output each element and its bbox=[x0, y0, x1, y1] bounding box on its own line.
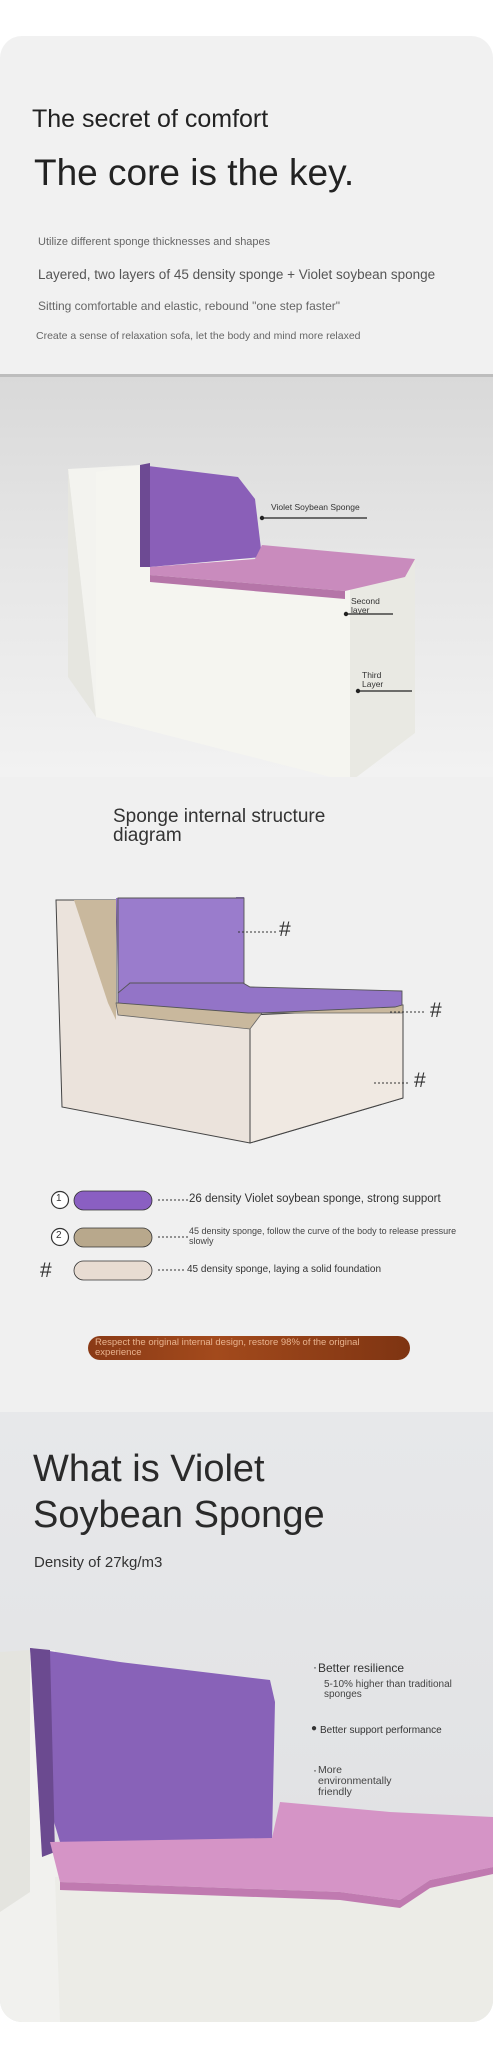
label-second-layer: Second layer bbox=[351, 596, 380, 615]
intro-line-4: Create a sense of relaxation sofa, let t… bbox=[36, 330, 361, 342]
intro-line-1: Utilize different sponge thicknesses and… bbox=[38, 236, 271, 248]
intro-panel bbox=[0, 36, 493, 376]
violet-sponge-panel bbox=[0, 1412, 493, 2022]
feature-title-1: Better resilience bbox=[318, 1661, 405, 1675]
callout-hash-1: # bbox=[279, 918, 291, 941]
feature-dot-3: · bbox=[313, 1763, 317, 1777]
structure-diagram bbox=[55, 897, 425, 1144]
restore-banner: Respect the original internal design, re… bbox=[88, 1336, 410, 1360]
intro-headline: The core is the key. bbox=[34, 152, 355, 193]
section-divider bbox=[0, 374, 493, 377]
feature-dot-2: ● bbox=[311, 1723, 318, 1734]
legend-text-3: 45 density sponge, laying a solid founda… bbox=[187, 1264, 382, 1275]
feature-title-2: Better support performance bbox=[320, 1725, 442, 1736]
legend-text-1: 26 density Violet soybean sponge, strong… bbox=[189, 1193, 441, 1205]
diagram-legend bbox=[50, 1190, 188, 1281]
feature-dot-1: · bbox=[313, 1660, 317, 1674]
intro-line-3: Sitting comfortable and elastic, rebound… bbox=[38, 299, 341, 313]
callout-hash-3: # bbox=[414, 1069, 426, 1092]
violet-density: Density of 27kg/m3 bbox=[34, 1554, 163, 1571]
violet-sponge-photo bbox=[0, 1648, 493, 2022]
legend-marker-1: 1 bbox=[56, 1193, 62, 1204]
legend-text-2: 45 density sponge, follow the curve of t… bbox=[189, 1226, 457, 1246]
intro-line-2: Layered, two layers of 45 density sponge… bbox=[38, 267, 436, 282]
feature-title-3: More environmentally friendly bbox=[318, 1764, 392, 1798]
callout-hash-2: # bbox=[430, 999, 442, 1022]
diagram-title: Sponge internal structure diagram bbox=[113, 806, 326, 846]
violet-title: What is Violet Soybean Sponge bbox=[33, 1448, 325, 1536]
sofa-cross-section-photo bbox=[68, 463, 415, 782]
intro-title: The secret of comfort bbox=[32, 105, 269, 133]
label-violet-sponge: Violet Soybean Sponge bbox=[271, 502, 360, 512]
legend-marker-3: # bbox=[40, 1259, 52, 1282]
label-third-layer: Third Layer bbox=[362, 670, 384, 689]
sponge-photo-panel bbox=[0, 377, 493, 782]
feature-sub-1: 5-10% higher than traditional sponges bbox=[324, 1679, 452, 1700]
restore-banner-text: Respect the original internal design, re… bbox=[95, 1337, 360, 1358]
legend-marker-2: 2 bbox=[56, 1230, 62, 1241]
